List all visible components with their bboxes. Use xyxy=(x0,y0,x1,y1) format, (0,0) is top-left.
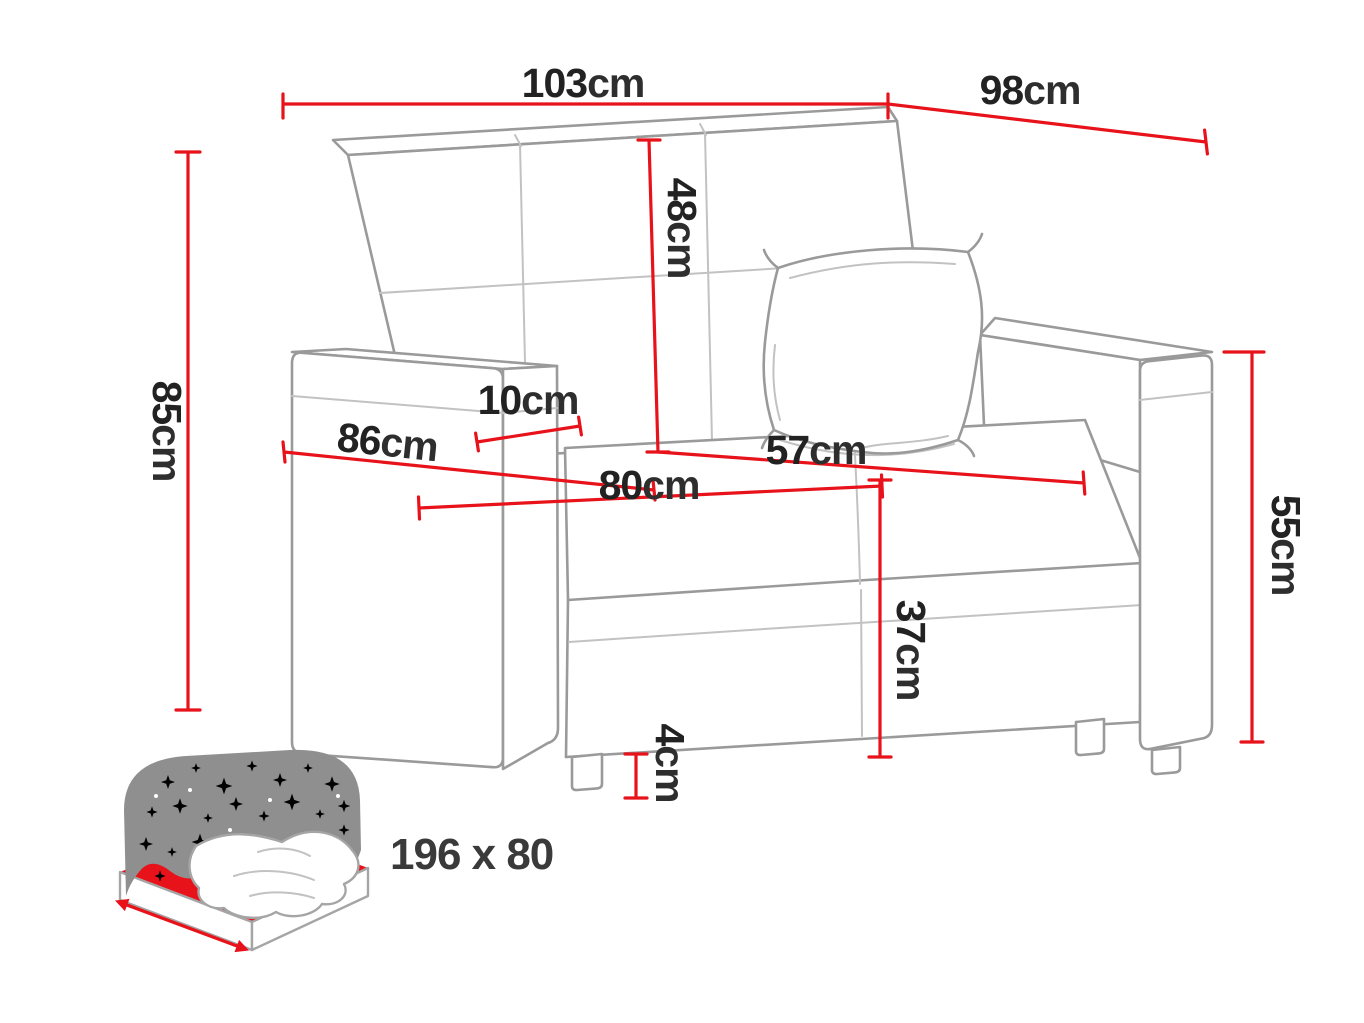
star-dot-icon xyxy=(268,798,272,802)
sofa-leg xyxy=(570,752,604,792)
dimension-label-armrest-height: 55cm xyxy=(1263,495,1309,596)
right-armrest-front-face xyxy=(1138,354,1214,751)
dimension-line-armrest-width xyxy=(474,415,583,453)
dimension-label-seat-depth: 57cm xyxy=(766,427,867,473)
left-armrest xyxy=(290,347,560,771)
sofa-leg xyxy=(1150,745,1182,776)
dimension-label-total-width: 103cm xyxy=(522,60,645,106)
sleeping-area-label: 196 x 80 xyxy=(390,830,553,879)
dimension-labels: 103cm 98cm 85cm 48cm 10cm 86cm 80cm 57cm… xyxy=(144,60,1309,803)
left-armrest-front-face xyxy=(501,364,560,771)
dimension-label-seat-height: 37cm xyxy=(888,600,934,701)
dimension-label-side-depth: 86cm xyxy=(335,414,440,470)
bed-length-arrow-icon xyxy=(115,898,249,953)
dimension-label-backrest-height: 48cm xyxy=(659,178,705,279)
pillow-shadow xyxy=(779,439,955,457)
pillow-outline xyxy=(762,247,984,455)
dimension-line-seat-height xyxy=(867,478,893,759)
left-armrest-outer-face xyxy=(290,351,505,769)
bed-duvet-creases xyxy=(233,847,315,899)
right-armrest xyxy=(1138,354,1214,751)
star-dot-icon xyxy=(228,828,232,832)
bed-duvet xyxy=(188,830,360,919)
pillow-creases xyxy=(772,261,956,449)
pillow-corner-curls xyxy=(760,232,984,458)
dimension-line-total-height xyxy=(174,150,202,712)
seat-boxing-seam xyxy=(568,604,1143,643)
star-dot-icon xyxy=(154,794,158,798)
dimension-label-armrest-width: 10cm xyxy=(478,377,579,423)
seat-fill xyxy=(565,420,1142,757)
left-armrest-seams xyxy=(291,395,558,414)
sleeping-area-icon: 196 x 80 xyxy=(115,749,554,953)
dimension-label-seat-width: 80cm xyxy=(599,462,700,508)
sofa-legs xyxy=(570,717,1182,792)
dimension-label-total-depth: 98cm xyxy=(980,67,1081,113)
sofa-pillow xyxy=(760,232,984,458)
dimension-line-total-depth xyxy=(886,102,1209,156)
backrest-seams xyxy=(379,123,915,451)
dimension-line-seat-depth xyxy=(656,450,1087,496)
dimension-line-leg-height xyxy=(623,752,649,800)
sofa-line-art xyxy=(290,105,1214,792)
star-dot-icon xyxy=(336,794,340,798)
dimension-line-total-width xyxy=(281,92,890,120)
dimension-lines xyxy=(174,92,1266,800)
dimension-line-armrest-height xyxy=(1222,350,1266,744)
seat-front-edge xyxy=(566,561,1144,602)
right-armrest-seam xyxy=(1139,391,1213,401)
dimension-label-total-height: 85cm xyxy=(144,381,190,482)
seat-bottom-edge xyxy=(564,720,1142,759)
sofa-leg xyxy=(1074,717,1106,757)
star-dot-icon xyxy=(188,788,192,792)
dimension-label-leg-height: 4cm xyxy=(647,723,693,802)
